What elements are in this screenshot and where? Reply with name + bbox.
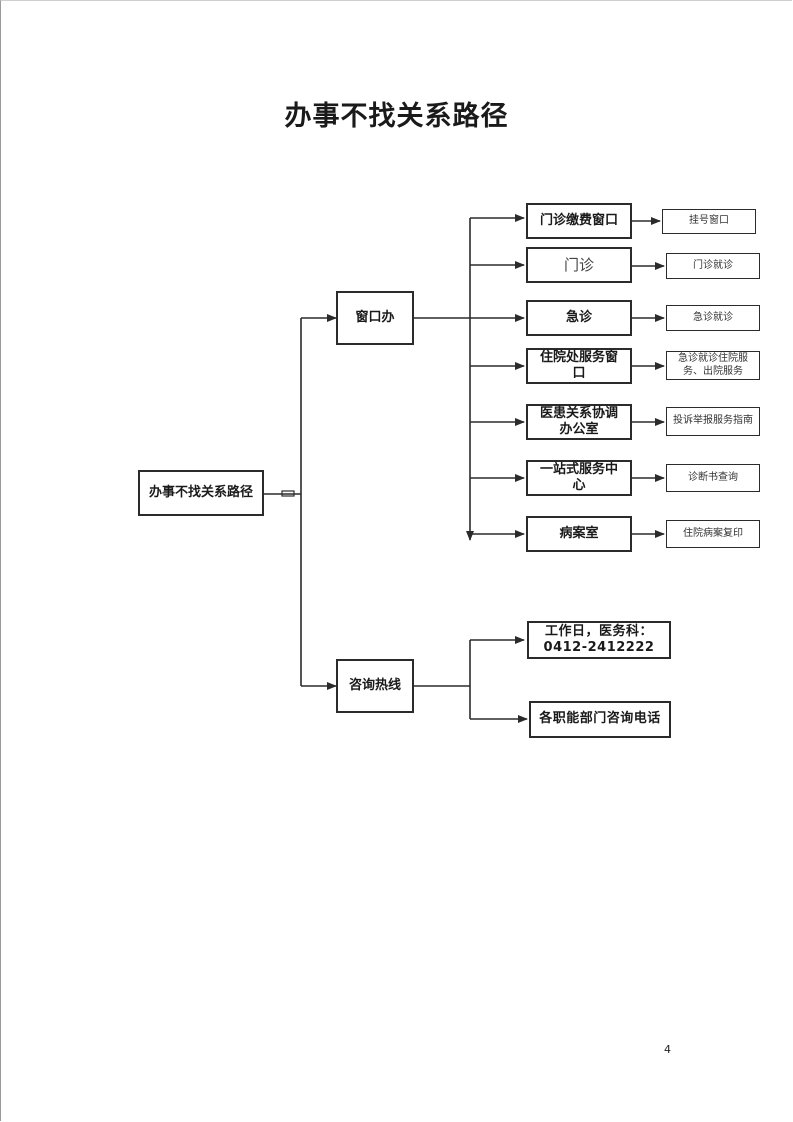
window-item-4: 住院处服务窗口 <box>526 348 632 384</box>
window-detail-5: 投诉举报服务指南 <box>666 407 760 436</box>
window-item-6: 一站式服务中心 <box>526 460 632 496</box>
window-node: 窗口办 <box>336 291 414 345</box>
hotline-item-2: 各职能部门咨询电话 <box>529 701 671 738</box>
window-item-7: 病案室 <box>526 516 632 552</box>
root-node: 办事不找关系路径 <box>138 470 264 516</box>
window-detail-2: 门诊就诊 <box>666 253 760 279</box>
window-item-3: 急诊 <box>526 300 632 336</box>
hotline-node: 咨询热线 <box>336 659 414 713</box>
window-detail-6: 诊断书查询 <box>666 464 760 492</box>
window-detail-1: 挂号窗口 <box>662 209 756 234</box>
window-detail-3: 急诊就诊 <box>666 305 760 331</box>
root-connector-tab <box>281 490 295 497</box>
window-item-5: 医患关系协调办公室 <box>526 404 632 440</box>
window-item-1: 门诊缴费窗口 <box>526 203 632 239</box>
page-title: 办事不找关系路径 <box>284 101 509 132</box>
page-number: 4 <box>664 1043 671 1056</box>
hotline-item-1: 工作日，医务科：0412-2412222 <box>527 621 671 659</box>
window-detail-7: 住院病案复印 <box>666 520 760 548</box>
window-detail-4: 急诊就诊住院服务、出院服务 <box>666 351 760 380</box>
window-item-2: 门诊 <box>526 247 632 283</box>
